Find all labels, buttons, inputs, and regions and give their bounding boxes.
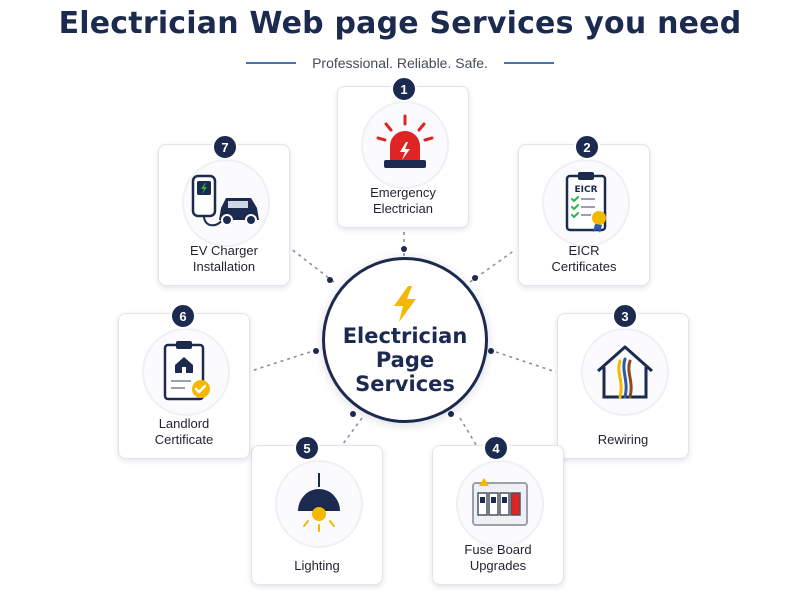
service-label: Emergency Electrician <box>370 185 436 216</box>
service-number-badge-6: 6 <box>170 303 196 329</box>
service-card-lighting[interactable]: Lighting <box>251 445 383 585</box>
service-card-emergency-electrician[interactable]: Emergency Electrician <box>337 86 469 228</box>
house-wiring-icon <box>581 328 669 416</box>
service-label: Lighting <box>294 558 340 573</box>
service-label: EICR Certificates <box>551 243 617 274</box>
landlord-clipboard-icon <box>142 328 230 416</box>
page-title: Electrician Web page Services you need <box>58 6 742 41</box>
fuse-board-icon <box>456 460 544 548</box>
service-card-rewiring[interactable]: Rewiring <box>557 313 689 459</box>
center-title: Electrician Page Services <box>342 324 468 396</box>
service-number-badge-3: 3 <box>612 303 638 329</box>
pendant-lamp-icon <box>275 460 363 548</box>
subtitle-left-line <box>246 62 297 64</box>
service-card-ev-charger-installation[interactable]: EV Charger Installation <box>158 144 290 286</box>
service-card-fuse-board-upgrades[interactable]: Fuse Board Upgrades <box>432 445 564 585</box>
certificate-clipboard-icon: EICR <box>542 159 630 247</box>
siren-icon <box>361 101 449 189</box>
service-label: Fuse Board Upgrades <box>464 542 532 573</box>
service-card-eicr-certificates[interactable]: EICR EICR Certificates <box>518 144 650 286</box>
service-number-badge-1: 1 <box>391 76 417 102</box>
page-subtitle: Professional. Reliable. Safe. <box>312 55 488 71</box>
service-label: Rewiring <box>597 432 649 447</box>
service-number-badge-5: 5 <box>294 435 320 461</box>
service-label: EV Charger Installation <box>190 243 258 274</box>
service-number-badge-7: 7 <box>212 134 238 160</box>
ev-charger-icon <box>182 159 270 247</box>
subtitle-row: Professional. Reliable. Safe. <box>0 53 800 73</box>
center-hub: Electrician Page Services <box>322 257 488 423</box>
eicr-icon-text: EICR <box>574 185 597 195</box>
service-label: Landlord Certificate <box>154 416 214 447</box>
lightning-bolt-icon <box>394 286 416 322</box>
service-number-badge-4: 4 <box>483 435 509 461</box>
subtitle-right-line <box>503 62 554 64</box>
service-card-landlord-certificate[interactable]: Landlord Certificate <box>118 313 250 459</box>
service-number-badge-2: 2 <box>574 134 600 160</box>
